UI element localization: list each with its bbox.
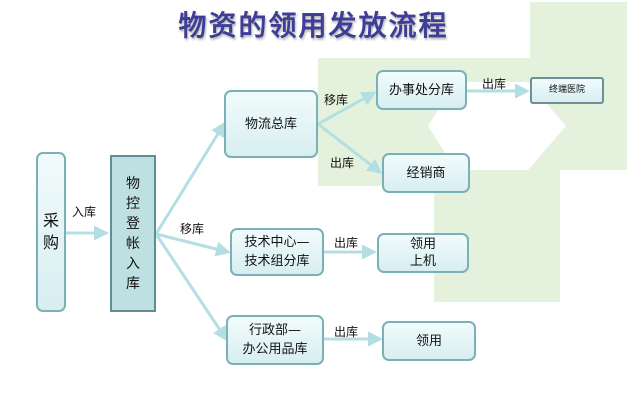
node-purchase-label: 采 购 — [42, 211, 59, 252]
edge-label-out-tech: 出库 — [334, 236, 359, 250]
edge-label-transfer-main: 移库 — [180, 222, 205, 236]
node-tech-center: 技术中心— 技术组分库 — [230, 228, 324, 276]
node-office-branch-label: 办事处分库 — [388, 82, 454, 98]
node-tech-center-label: 技术中心— 技术组分库 — [244, 235, 310, 269]
node-office-branch: 办事处分库 — [376, 70, 467, 110]
edge-label-in-stock: 入库 — [72, 205, 97, 219]
node-register-label: 物 控 登 帐 入 库 — [126, 175, 140, 292]
node-register: 物 控 登 帐 入 库 — [110, 155, 156, 312]
node-collect-install-label: 领用 上机 — [409, 237, 436, 269]
node-distributor-label: 经销商 — [406, 165, 446, 181]
node-distributor: 经销商 — [382, 153, 470, 193]
node-terminal-hospital-label: 终端医院 — [548, 85, 585, 95]
node-logistics-label: 物流总库 — [244, 116, 297, 132]
node-collect-label: 领用 — [415, 333, 442, 349]
edge-label-out-distributor: 出库 — [330, 156, 355, 170]
node-collect-install: 领用 上机 — [377, 233, 469, 273]
node-purchase: 采 购 — [36, 152, 66, 312]
node-logistics: 物流总库 — [224, 90, 318, 158]
edge-label-transfer-office: 移库 — [324, 93, 349, 107]
node-admin-dept: 行政部— 办公用品库 — [226, 315, 324, 365]
edge-label-out-admin: 出库 — [334, 325, 359, 339]
node-collect: 领用 — [382, 321, 476, 361]
page-title: 物资的领用发放流程 — [178, 9, 449, 42]
node-terminal-hospital: 终端医院 — [530, 77, 604, 104]
edge-label-out-office: 出库 — [482, 77, 507, 91]
node-admin-dept-label: 行政部— 办公用品库 — [242, 323, 308, 357]
